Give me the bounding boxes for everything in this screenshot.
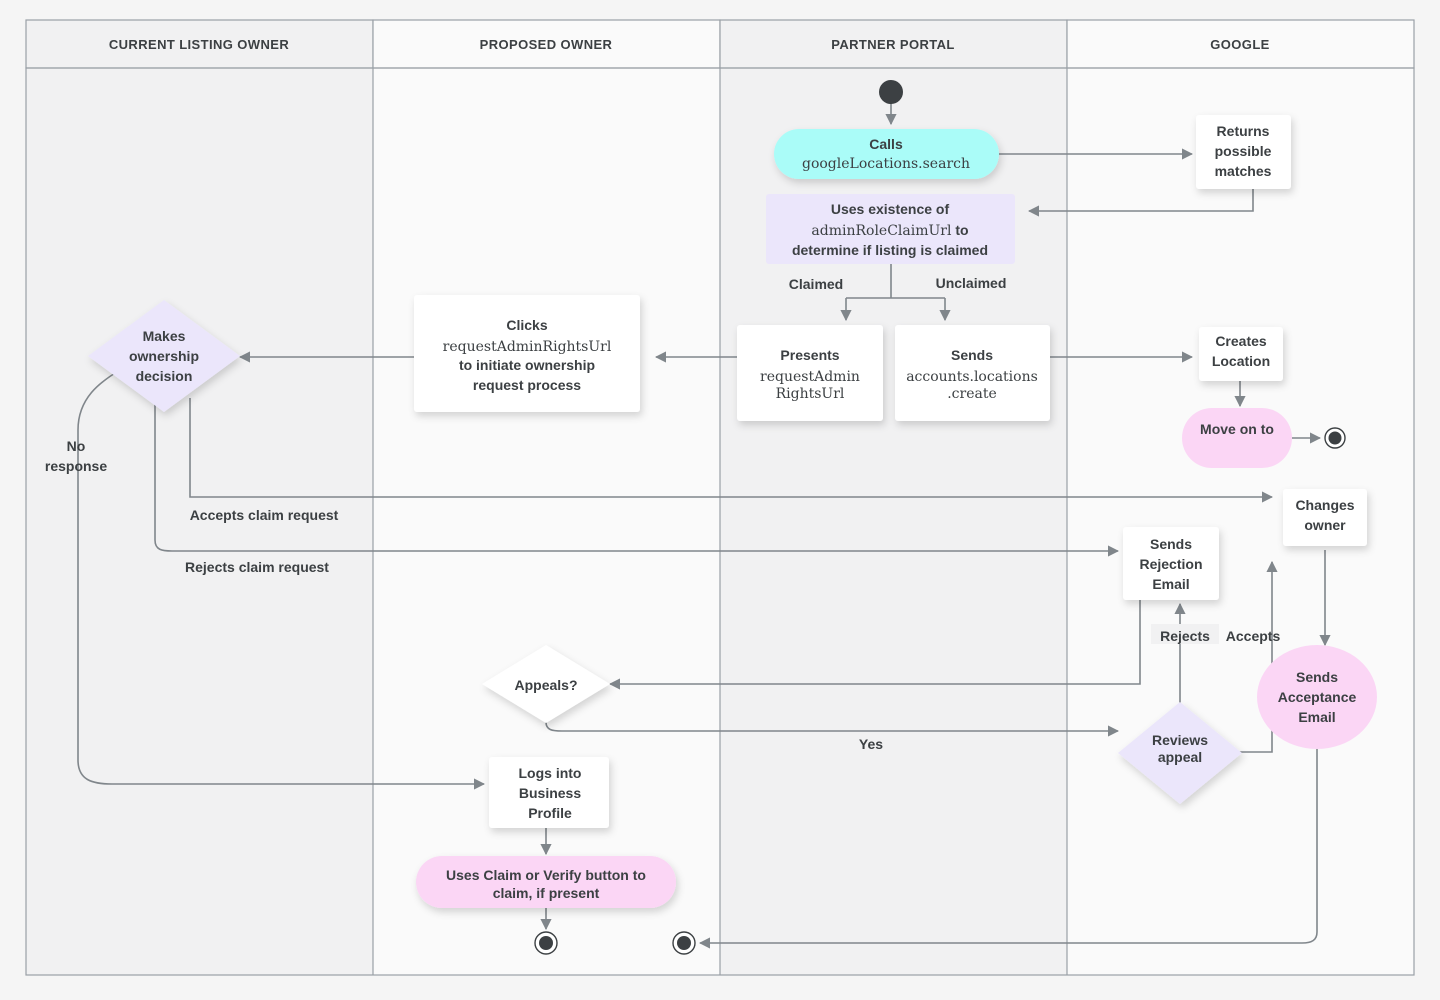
node-clicks-line4: request process (473, 377, 581, 393)
edge-label-rejects: Rejects (1160, 628, 1210, 644)
edge-label-group: Claimed Unclaimed No response Accepts cl… (45, 275, 1281, 753)
edge-rejects-claim-to-rejection-email (154, 398, 1120, 557)
node-rejection-email-line3: Email (1152, 576, 1189, 592)
node-uses-line1: Uses existence of (831, 201, 950, 217)
edge-label-yes: Yes (859, 736, 883, 752)
node-sends-accounts-locations-create[interactable]: Sends accounts.locations .create (895, 325, 1050, 421)
lane-header-proposed-owner: PROPOSED OWNER (480, 37, 613, 52)
edge-label-accepts-claim-request: Accepts claim request (190, 507, 339, 523)
node-presents-line3: RightsUrl (776, 386, 845, 402)
node-changes-owner-line2: owner (1304, 517, 1346, 533)
node-rejection-email-line2: Rejection (1139, 556, 1202, 572)
node-uses-code: adminRoleClaimUrl (811, 223, 952, 239)
node-returns-line3: matches (1215, 163, 1272, 179)
edge-no-response-to-logs-into (77, 369, 486, 790)
flow-edges (77, 101, 1331, 949)
node-clicks-line2: requestAdminRightsUrl (443, 339, 612, 355)
node-returns-line2: possible (1215, 143, 1272, 159)
node-logs-into-line3: Profile (528, 805, 572, 821)
node-uses-existence-admin-role-claim-url[interactable]: Uses existence of adminRoleClaimUrl to d… (766, 194, 1015, 264)
node-uses-line2: adminRoleClaimUrl to (811, 222, 968, 239)
edge-label-no-response-line1: No (67, 438, 86, 454)
node-logs-into-business-profile[interactable]: Logs into Business Profile (489, 757, 609, 828)
node-changes-owner-line1: Changes (1295, 497, 1354, 513)
node-sends-rejection-email[interactable]: Sends Rejection Email (1123, 527, 1219, 600)
end-node-proposed-owner (534, 931, 558, 955)
edge-label-unclaimed: Unclaimed (936, 275, 1007, 291)
edge-acceptance-email-to-end (698, 740, 1318, 949)
node-move-on-to[interactable]: Move on to (1182, 408, 1292, 468)
node-decision-line1: Makes (143, 328, 186, 344)
node-returns-line1: Returns (1217, 123, 1270, 139)
node-presents-line2: requestAdmin (760, 369, 860, 385)
edge-fork-bus (846, 264, 945, 299)
lane-header-partner-portal: PARTNER PORTAL (831, 37, 955, 52)
node-acceptance-email-line2: Acceptance (1278, 689, 1357, 705)
swimlane-headers: CURRENT LISTING OWNER PROPOSED OWNER PAR… (25, 19, 1415, 69)
edge-label-claimed: Claimed (789, 276, 843, 292)
node-appeals-label: Appeals? (514, 677, 577, 693)
node-calls-line2: googleLocations.search (802, 156, 970, 172)
node-reviews-appeal[interactable]: Reviews appeal (1118, 702, 1242, 804)
node-uses-claim-or-verify-button[interactable]: Uses Claim or Verify button to claim, if… (416, 856, 676, 908)
node-sends-create-line2: accounts.locations (906, 369, 1038, 385)
node-acceptance-email-line3: Email (1298, 709, 1335, 725)
edge-returns-to-uses (1027, 189, 1254, 217)
node-creates-line2: Location (1212, 353, 1270, 369)
node-decision-line3: decision (136, 368, 193, 384)
lane-header-current-listing-owner: CURRENT LISTING OWNER (109, 37, 289, 52)
node-claim-verify-line2: claim, if present (493, 885, 600, 901)
node-clicks-line1: Clicks (506, 317, 547, 333)
node-appeals[interactable]: Appeals? (482, 645, 610, 723)
node-reviews-appeal-line2: appeal (1158, 749, 1202, 765)
node-claim-verify-line1: Uses Claim or Verify button to (446, 867, 646, 883)
node-logs-into-line2: Business (519, 785, 581, 801)
edge-label-accepts: Accepts (1226, 628, 1281, 644)
node-move-on-to-label: Move on to (1200, 421, 1274, 437)
node-calls-line1: Calls (869, 136, 903, 152)
node-logs-into-line1: Logs into (519, 765, 582, 781)
node-presents-request-admin-rights-url[interactable]: Presents requestAdmin RightsUrl (737, 325, 883, 421)
end-node-google (1324, 427, 1346, 449)
node-clicks-line3: to initiate ownership (459, 357, 595, 373)
node-uses-code-tail: to (951, 222, 968, 238)
node-sends-create-line3: .create (947, 386, 997, 402)
node-sends-acceptance-email[interactable]: Sends Acceptance Email (1257, 645, 1377, 749)
swimlane-background (26, 68, 1414, 975)
lane-header-google: GOOGLE (1210, 37, 1269, 52)
node-returns-possible-matches[interactable]: Returns possible matches (1196, 115, 1291, 189)
node-changes-owner[interactable]: Changes owner (1283, 489, 1367, 546)
node-clicks-request-admin-rights-url[interactable]: Clicks requestAdminRightsUrl to initiate… (414, 295, 640, 412)
node-presents-line1: Presents (780, 347, 839, 363)
node-rejection-email-line1: Sends (1150, 536, 1192, 552)
node-creates-line1: Creates (1215, 333, 1267, 349)
edge-label-rejects-claim-request: Rejects claim request (185, 559, 329, 575)
edge-label-no-response-line2: response (45, 458, 107, 474)
node-makes-ownership-decision[interactable]: Makes ownership decision (88, 300, 240, 412)
node-sends-create-line1: Sends (951, 347, 993, 363)
edge-rejection-email-to-appeals (608, 600, 1141, 690)
node-uses-line3: determine if listing is claimed (792, 242, 988, 258)
swimlane-dividers (25, 67, 1415, 976)
edge-accepts-claim-to-changes-owner (189, 398, 1274, 503)
end-node-partner-portal (672, 931, 696, 955)
start-node (879, 80, 903, 104)
node-creates-location[interactable]: Creates Location (1199, 327, 1283, 381)
node-decision-line2: ownership (129, 348, 199, 364)
node-calls-google-locations-search[interactable]: Calls googleLocations.search (774, 129, 999, 179)
node-reviews-appeal-line1: Reviews (1152, 732, 1208, 748)
node-acceptance-email-line1: Sends (1296, 669, 1338, 685)
